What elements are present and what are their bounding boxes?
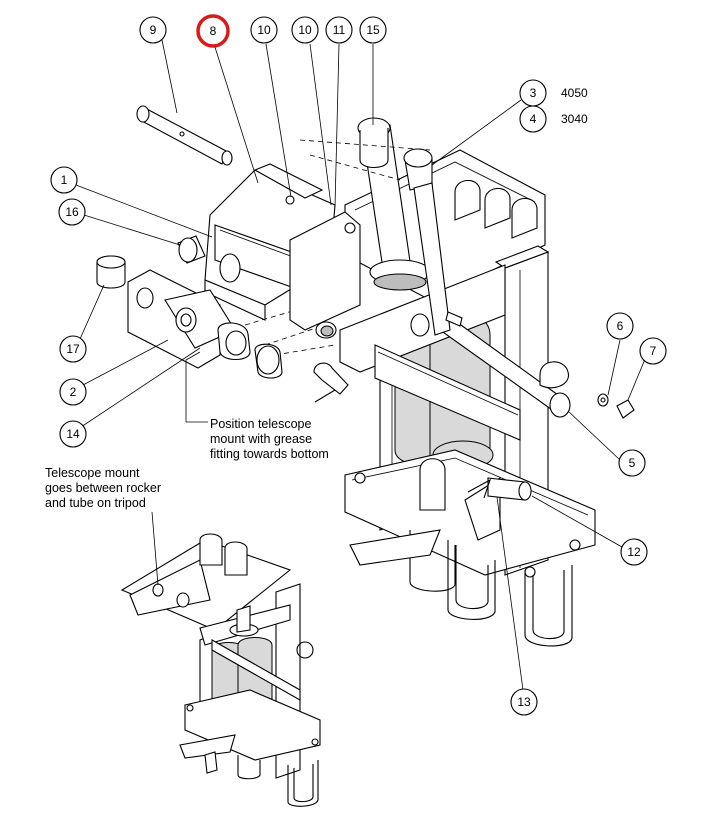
svg-text:11: 11 bbox=[333, 23, 346, 37]
callout-4: 4 bbox=[519, 105, 547, 133]
callout-10-left: 10 bbox=[250, 16, 278, 44]
svg-text:13: 13 bbox=[517, 695, 531, 709]
callout-13: 13 bbox=[510, 688, 538, 716]
callout-bubbles: 9 8 10 10 11 15 3 4 bbox=[50, 14, 667, 716]
part-number-4050: 4050 bbox=[561, 86, 588, 100]
callout-16: 16 bbox=[58, 198, 86, 226]
callout-6: 6 bbox=[606, 312, 634, 340]
svg-text:12: 12 bbox=[627, 545, 641, 559]
callout-9: 9 bbox=[139, 16, 167, 44]
note-telescope-mount: Telescope mount goes between rocker and … bbox=[45, 466, 161, 510]
callout-8-highlighted: 8 bbox=[196, 14, 230, 48]
part-number-3040: 3040 bbox=[561, 112, 588, 126]
leader-lines bbox=[75, 39, 649, 691]
svg-text:5: 5 bbox=[629, 456, 636, 470]
svg-text:8: 8 bbox=[210, 24, 217, 38]
part-numbers: 4050 3040 bbox=[561, 86, 588, 126]
svg-text:15: 15 bbox=[366, 23, 380, 37]
svg-text:mount with grease: mount with grease bbox=[210, 432, 312, 446]
callout-1: 1 bbox=[50, 166, 78, 194]
svg-text:4: 4 bbox=[530, 112, 537, 126]
svg-text:9: 9 bbox=[150, 23, 157, 37]
svg-text:7: 7 bbox=[650, 344, 657, 358]
svg-text:10: 10 bbox=[257, 23, 271, 37]
callout-3: 3 bbox=[519, 79, 547, 107]
note-position-telescope: Position telescope mount with grease fit… bbox=[210, 417, 329, 461]
svg-text:Telescope mount: Telescope mount bbox=[45, 466, 140, 480]
svg-text:and tube on tripod: and tube on tripod bbox=[45, 496, 146, 510]
callout-2: 2 bbox=[59, 378, 87, 406]
callout-15: 15 bbox=[359, 16, 387, 44]
svg-text:6: 6 bbox=[617, 319, 624, 333]
callout-10-right: 10 bbox=[291, 16, 319, 44]
svg-text:fitting towards bottom: fitting towards bottom bbox=[210, 447, 329, 461]
svg-text:10: 10 bbox=[298, 23, 312, 37]
callout-5: 5 bbox=[618, 449, 646, 477]
svg-text:2: 2 bbox=[70, 385, 77, 399]
svg-text:14: 14 bbox=[66, 427, 80, 441]
callout-14: 14 bbox=[59, 420, 87, 448]
assembled-view bbox=[120, 533, 321, 807]
rocker-assembly bbox=[96, 105, 635, 419]
svg-text:17: 17 bbox=[66, 342, 80, 356]
main-assembly bbox=[244, 117, 596, 647]
callout-7: 7 bbox=[639, 337, 667, 365]
callout-11: 11 bbox=[325, 16, 353, 44]
svg-text:3: 3 bbox=[530, 86, 537, 100]
callout-12: 12 bbox=[620, 538, 648, 566]
callout-17: 17 bbox=[59, 335, 87, 363]
svg-text:16: 16 bbox=[65, 205, 79, 219]
svg-text:goes between rocker: goes between rocker bbox=[45, 481, 161, 495]
svg-text:Position telescope: Position telescope bbox=[210, 417, 312, 431]
svg-text:1: 1 bbox=[61, 173, 68, 187]
